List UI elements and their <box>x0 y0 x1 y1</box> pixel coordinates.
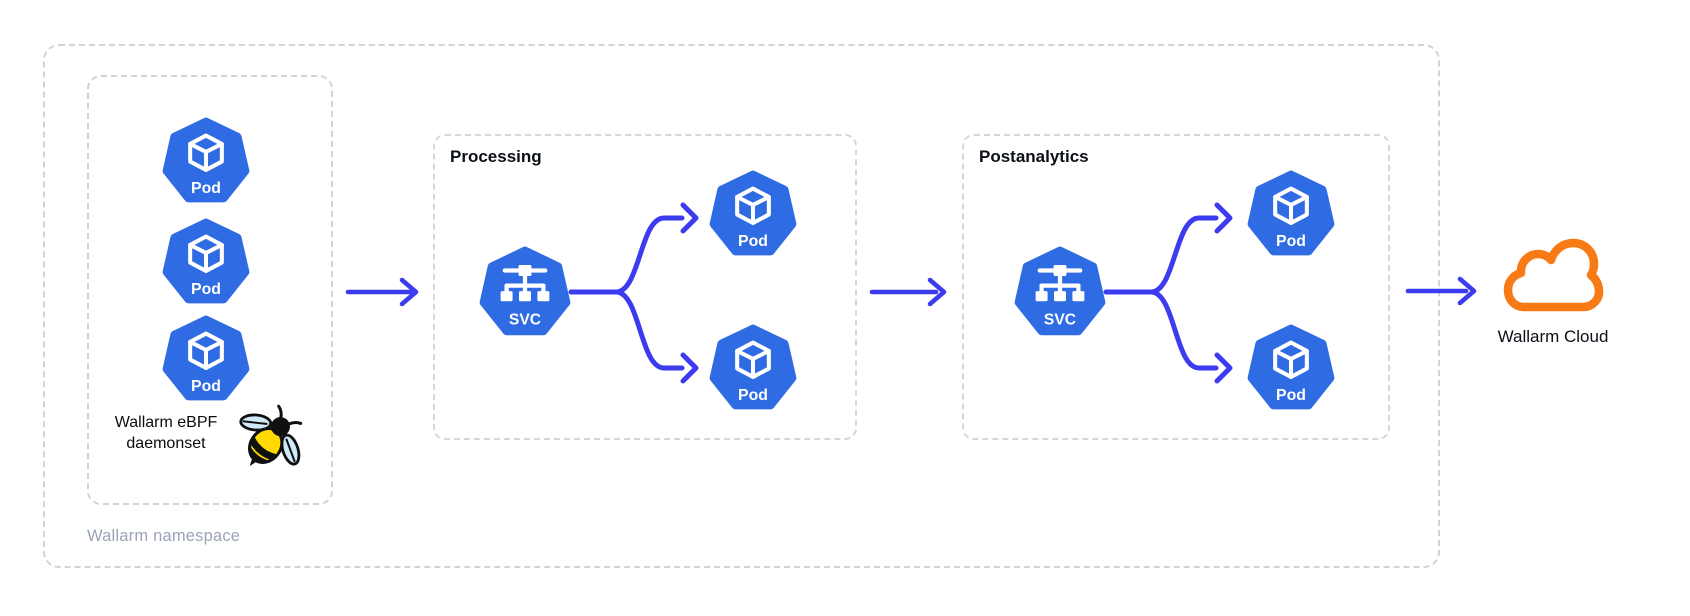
postanalytics-title: Postanalytics <box>979 147 1089 166</box>
processing-title: Processing <box>450 147 542 166</box>
daemonset-label-line1: Wallarm eBPF <box>114 414 218 431</box>
postanalytics-box: Postanalytics <box>962 134 1390 440</box>
wallarm-cloud-label: Wallarm Cloud <box>1497 327 1609 346</box>
wallarm-namespace-box <box>43 44 1440 568</box>
daemonset-label-line2: daemonset <box>126 435 206 452</box>
namespace-label: Wallarm namespace <box>87 527 241 545</box>
daemonset-label: Wallarm eBPF daemonset <box>100 412 232 454</box>
daemonset-box <box>87 75 333 505</box>
processing-box: Processing <box>433 134 857 440</box>
cloud-icon <box>1503 238 1604 312</box>
